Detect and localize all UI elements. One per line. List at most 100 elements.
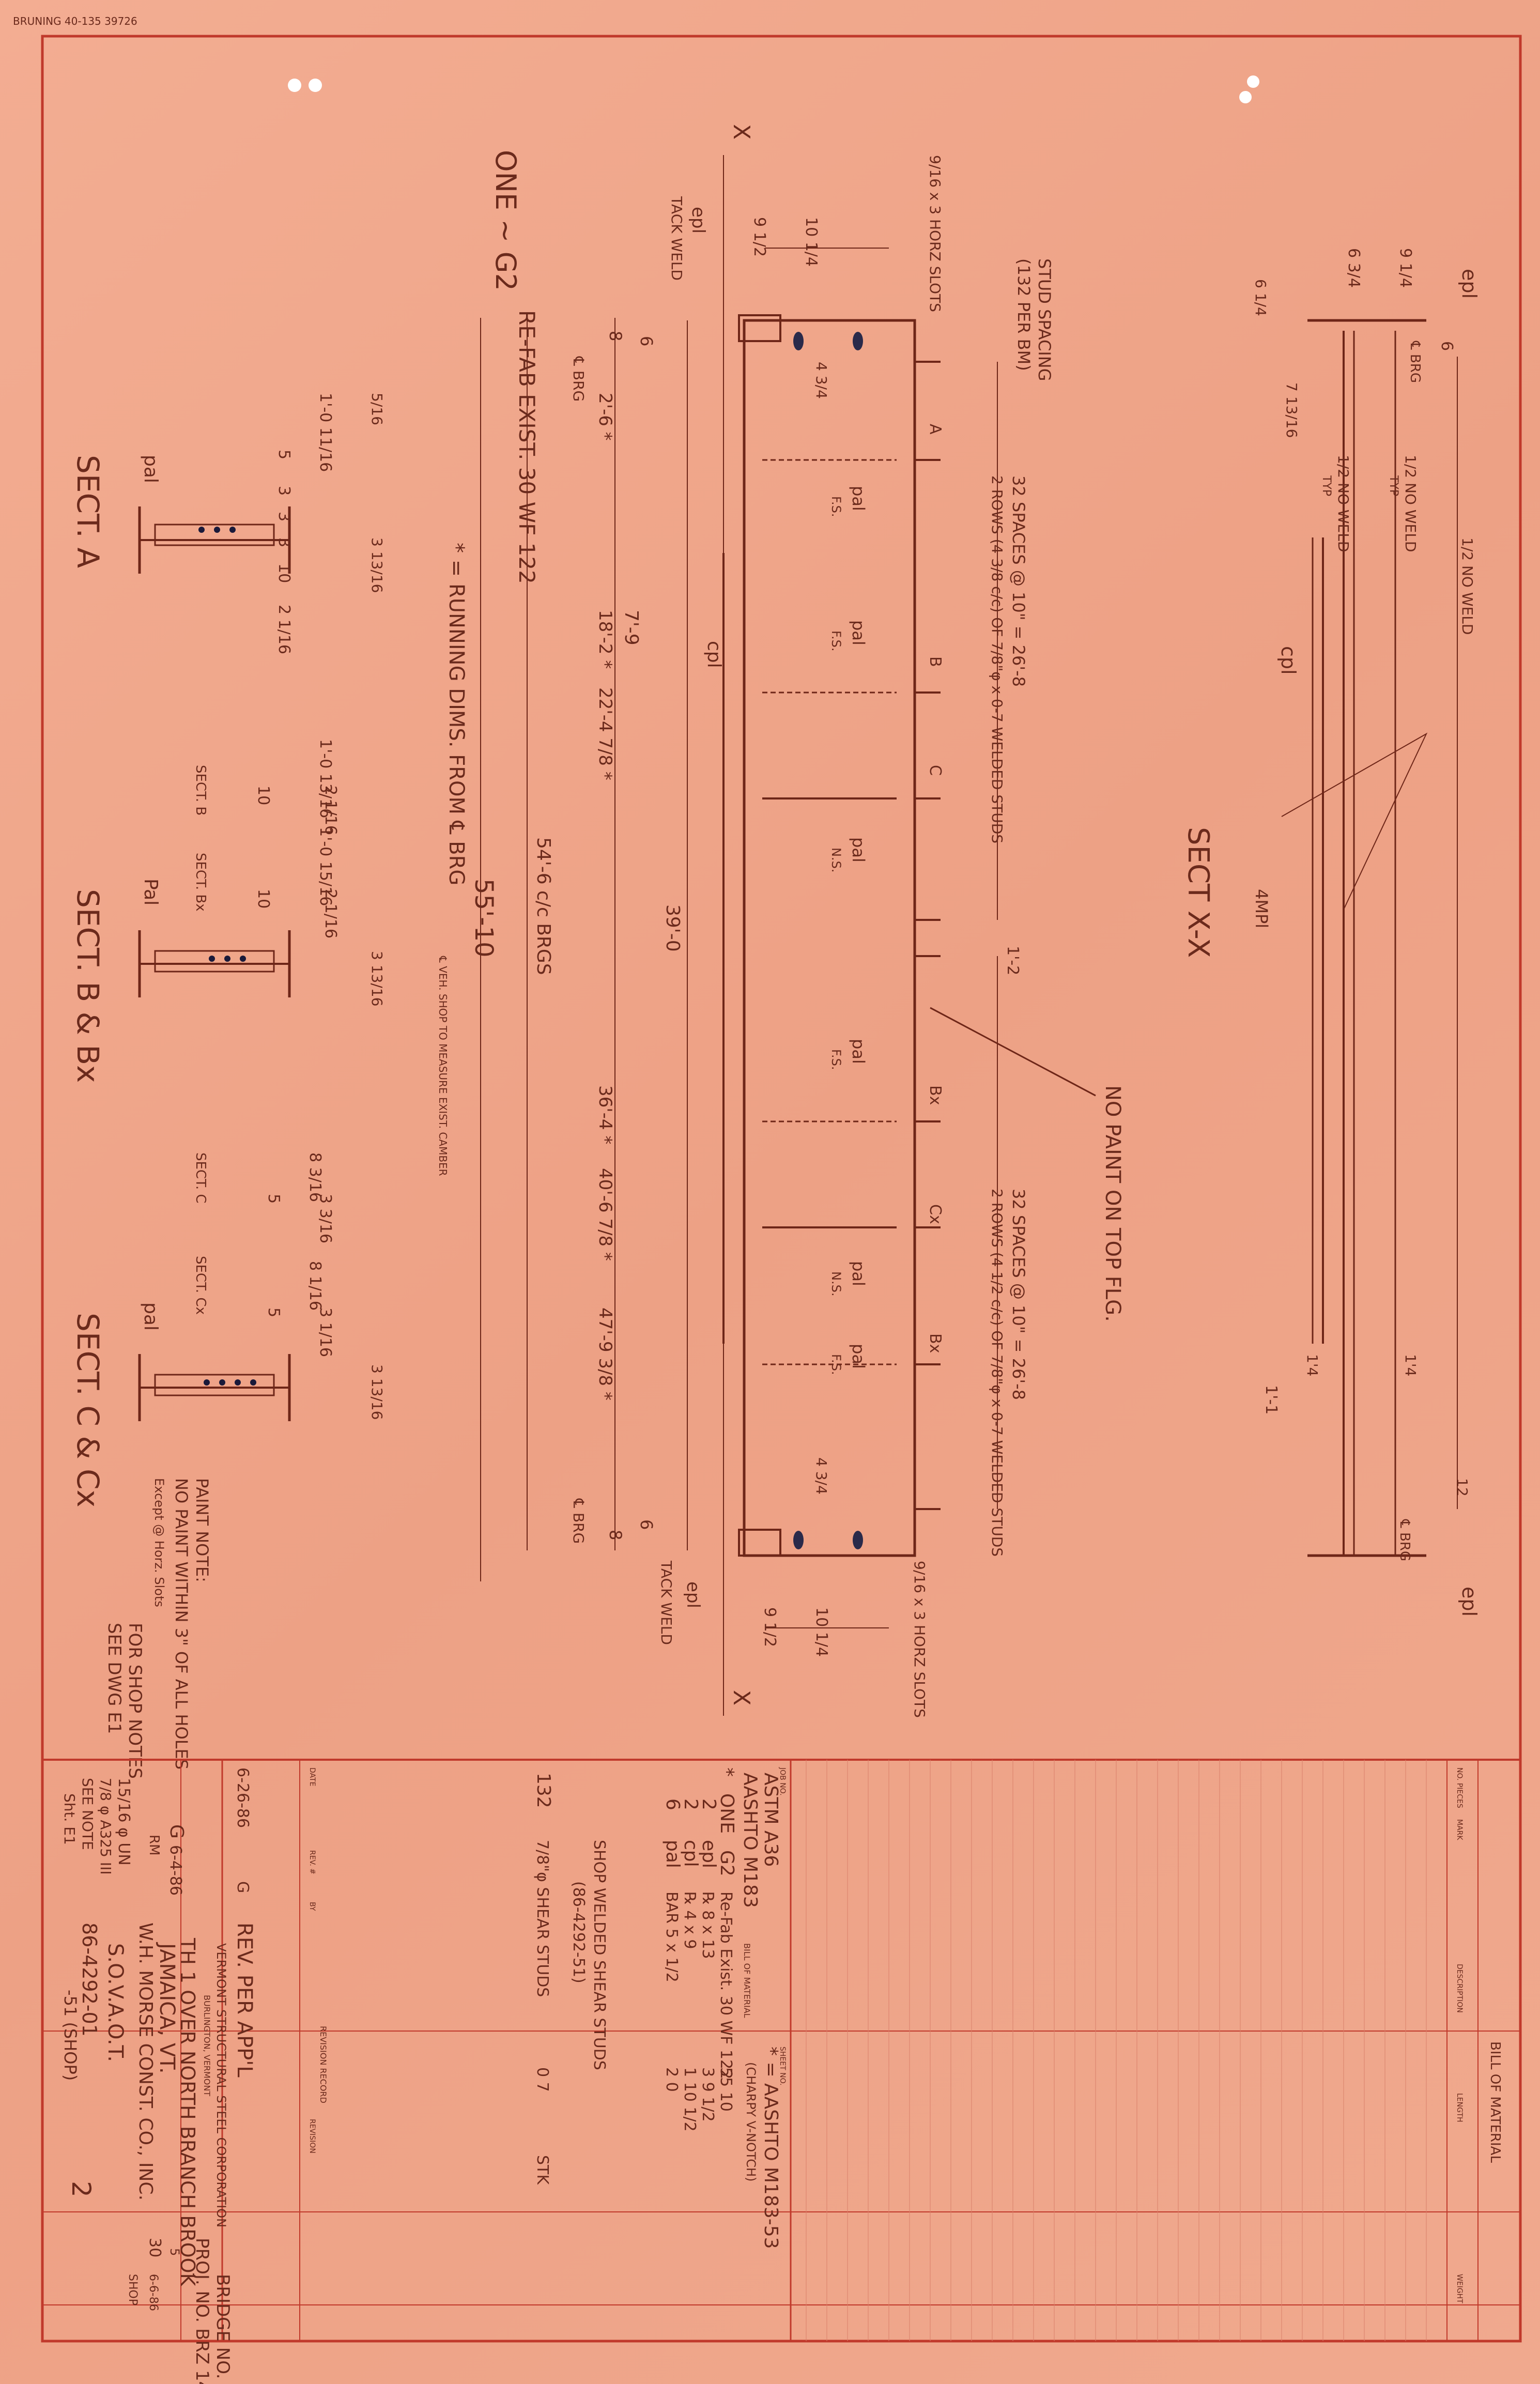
tb-proj: PROJ. NO. BRZ 1442(9): [192, 2238, 212, 2384]
bom-row-0-mark: G2: [716, 1850, 737, 1877]
dim-2-6: 2'-6 *: [595, 393, 615, 441]
sect-mark-c: C: [926, 765, 944, 776]
rev-date: 6-26-86: [234, 1767, 252, 1828]
dim-18-2: 18'-2 *: [595, 610, 615, 669]
section-a-dim-4: 3: [275, 537, 293, 547]
section-c-title: SECT. C & Cx: [70, 1313, 105, 1508]
stamp-text: BRUNING 40-135 39726: [13, 15, 137, 27]
bom-col-desc: DESCRIPTION: [1455, 1964, 1464, 2013]
running-note: * = RUNNING DIMS. FROM ℄ BRG: [444, 543, 468, 885]
tb-sheet-no: 2: [66, 2181, 96, 2197]
tb-architect: S.O.V.A.O.T.: [103, 1943, 127, 2062]
xx-no-weld-3: 1/2 NO WELD: [1459, 537, 1476, 635]
bom-col-weight: WEIGHT: [1455, 2274, 1464, 2303]
dim-40-6: 40'-6 7/8 *: [595, 1168, 615, 1261]
sect-mark-b: B: [926, 656, 944, 667]
section-c-dim-4: 5: [265, 1308, 283, 1317]
tb-paint2: Sht. E1: [61, 1793, 78, 1845]
pal-1: pal: [849, 486, 868, 511]
sect-mark-a: A: [926, 424, 944, 435]
section-c-dim-5: 3 1/16: [316, 1308, 334, 1357]
shop-notes-2: SEE DWG E1: [104, 1623, 125, 1734]
bom-col-pieces: NO. PIECES: [1455, 1767, 1464, 1808]
xx-epl-top: epl: [1458, 269, 1481, 299]
section-a-dim-5: 10: [275, 563, 293, 583]
bom-job-no: JOB NO.: [778, 1767, 787, 1796]
dim-8-top: 8: [606, 331, 625, 341]
section-c-dim-3: 8 1/16: [306, 1261, 324, 1311]
tb-print-count: 30: [146, 2238, 164, 2257]
section-xx: [1281, 319, 1458, 1557]
paint-note-title: PAINT NOTE:: [192, 1478, 212, 1582]
xx-mpl: 4MPl: [1252, 889, 1271, 928]
rev-col-rev: REV. #: [308, 1850, 316, 1874]
tb-sheet-sub: -51 (SHOP): [60, 1990, 80, 2081]
dim-6-top: 6: [637, 336, 656, 346]
tb-customer: W.H. MORSE CONST. CO., INC.: [135, 1922, 156, 2201]
pal-2: pal: [849, 620, 868, 645]
bom-row-0-desc: Re-Fab Exist. 30 WF 122: [717, 1891, 735, 2079]
sect-mark-bx: Bx: [926, 1085, 944, 1105]
section-c-dim-0: 8 3/16: [306, 1152, 324, 1202]
cpl-label: cpl: [703, 641, 725, 668]
bom-row-2-len: 1 10 1/2: [681, 2067, 699, 2132]
bom-row-2-qty: 2: [680, 1798, 701, 1810]
bom-row-1-len: 3 9 1/2: [699, 2067, 717, 2122]
bom-row-3-qty: 6: [662, 1798, 683, 1810]
tb-print-rec: 5: [167, 2248, 182, 2256]
stud-weight: STK: [533, 2155, 551, 2185]
section-b-dim-2: 2 1/16: [321, 786, 340, 835]
dim-9-12-bottom: 9 1/2: [761, 1607, 779, 1647]
section-c-label: SECT. C: [193, 1152, 208, 1204]
bom-sheet-no: SHEET NO.: [778, 2047, 787, 2085]
brg-left: ℄ BRG: [570, 356, 587, 402]
bom-header: BILL OF MATERIAL: [1487, 2041, 1503, 2163]
section-b-dim-1: 10: [254, 786, 272, 805]
xx-cpl: cpl: [1277, 646, 1300, 675]
tb-location: JAMAICA, VT.: [155, 1942, 179, 2074]
section-b-dim-6: 3 13/16: [368, 951, 386, 1006]
tb-bolts2: 7/8 φ A325 III: [97, 1778, 114, 1875]
girder-elevation: [480, 155, 1096, 1716]
xx-dim-6-34: 6 3/4: [1345, 248, 1363, 288]
fs-4: F.S.: [829, 1354, 843, 1375]
pal-5: pal: [849, 1261, 868, 1286]
stud-rows-left: 2 ROWS (4 3/8 c/c) OF 7/8"φ x 0-7 WELDED…: [989, 475, 1006, 843]
section-b-dim-3: 1'-0 15/16: [316, 827, 334, 906]
dim-54-6: 54'-6 c/c BRGS: [533, 837, 554, 975]
bom-rule-lines: [806, 1760, 1427, 2341]
bom-row-2-mark: cpl: [680, 1840, 701, 1867]
sheet-border: [41, 35, 1522, 2343]
section-a-dim-1: 5: [275, 450, 293, 459]
tb-project: TH 1 OVER NORTH BRANCH BROOK: [176, 1937, 199, 2287]
elevation-member: RE-FAB EXIST. 30 WF 122: [514, 310, 540, 584]
stud-spacing-left: 32 SPACES @ 10" = 26'-8: [1009, 475, 1028, 687]
section-b-title: SECT. B & Bx: [70, 889, 105, 1083]
section-c-dim-2: 3 3/16: [316, 1194, 334, 1243]
sect-mark-bx2: Bx: [926, 1333, 944, 1353]
xx-dim-6-14: 6 1/4: [1252, 279, 1269, 316]
stud-rows-right: 2 ROWS (4 1/2 c/c) OF 7/8"φ x 0-7 WELDED…: [989, 1189, 1006, 1557]
rev-header: REVISION RECORD: [318, 2026, 328, 2103]
pal-4: pal: [849, 1039, 868, 1064]
sections-labels: SECT. A pal 1'-0 11/16 5 3 3 3 10 2 1/16…: [70, 393, 386, 1779]
no-paint-note: NO PAINT ON TOP FLG.: [1101, 1085, 1125, 1322]
shop-notes-1: FOR SHOP NOTES: [125, 1623, 145, 1779]
stud-spacing-right: 32 SPACES @ 10" = 26'-8: [1009, 1189, 1028, 1400]
xx-no-weld-2: 1/2 NO WELD: [1335, 455, 1352, 552]
section-a: [138, 506, 291, 574]
section-b: [138, 930, 291, 997]
section-c-dim-6: 3 13/16: [368, 1364, 386, 1420]
stud-label-1: STUD SPACING: [1035, 258, 1054, 381]
section-b-pal: Pal: [140, 879, 161, 905]
bom-row-2-desc: ℞ 4 x 9: [681, 1891, 699, 1949]
epl-top: epl: [688, 207, 709, 234]
rev-col-revision: REVISION: [308, 2119, 316, 2154]
paint-note-line2: Except @ Horz. Slots: [152, 1478, 166, 1607]
stud-len: 0 7: [533, 2067, 551, 2092]
bom-row-3-mark: pal: [662, 1840, 683, 1868]
tb-print-date: 6-6-86: [147, 2274, 160, 2311]
dim-10-14-bottom: 10 1/4: [812, 1607, 830, 1657]
tb-city: BURLINGTON, VERMONT: [202, 1995, 212, 2096]
section-a-dim-7: 3 13/16: [368, 537, 386, 593]
